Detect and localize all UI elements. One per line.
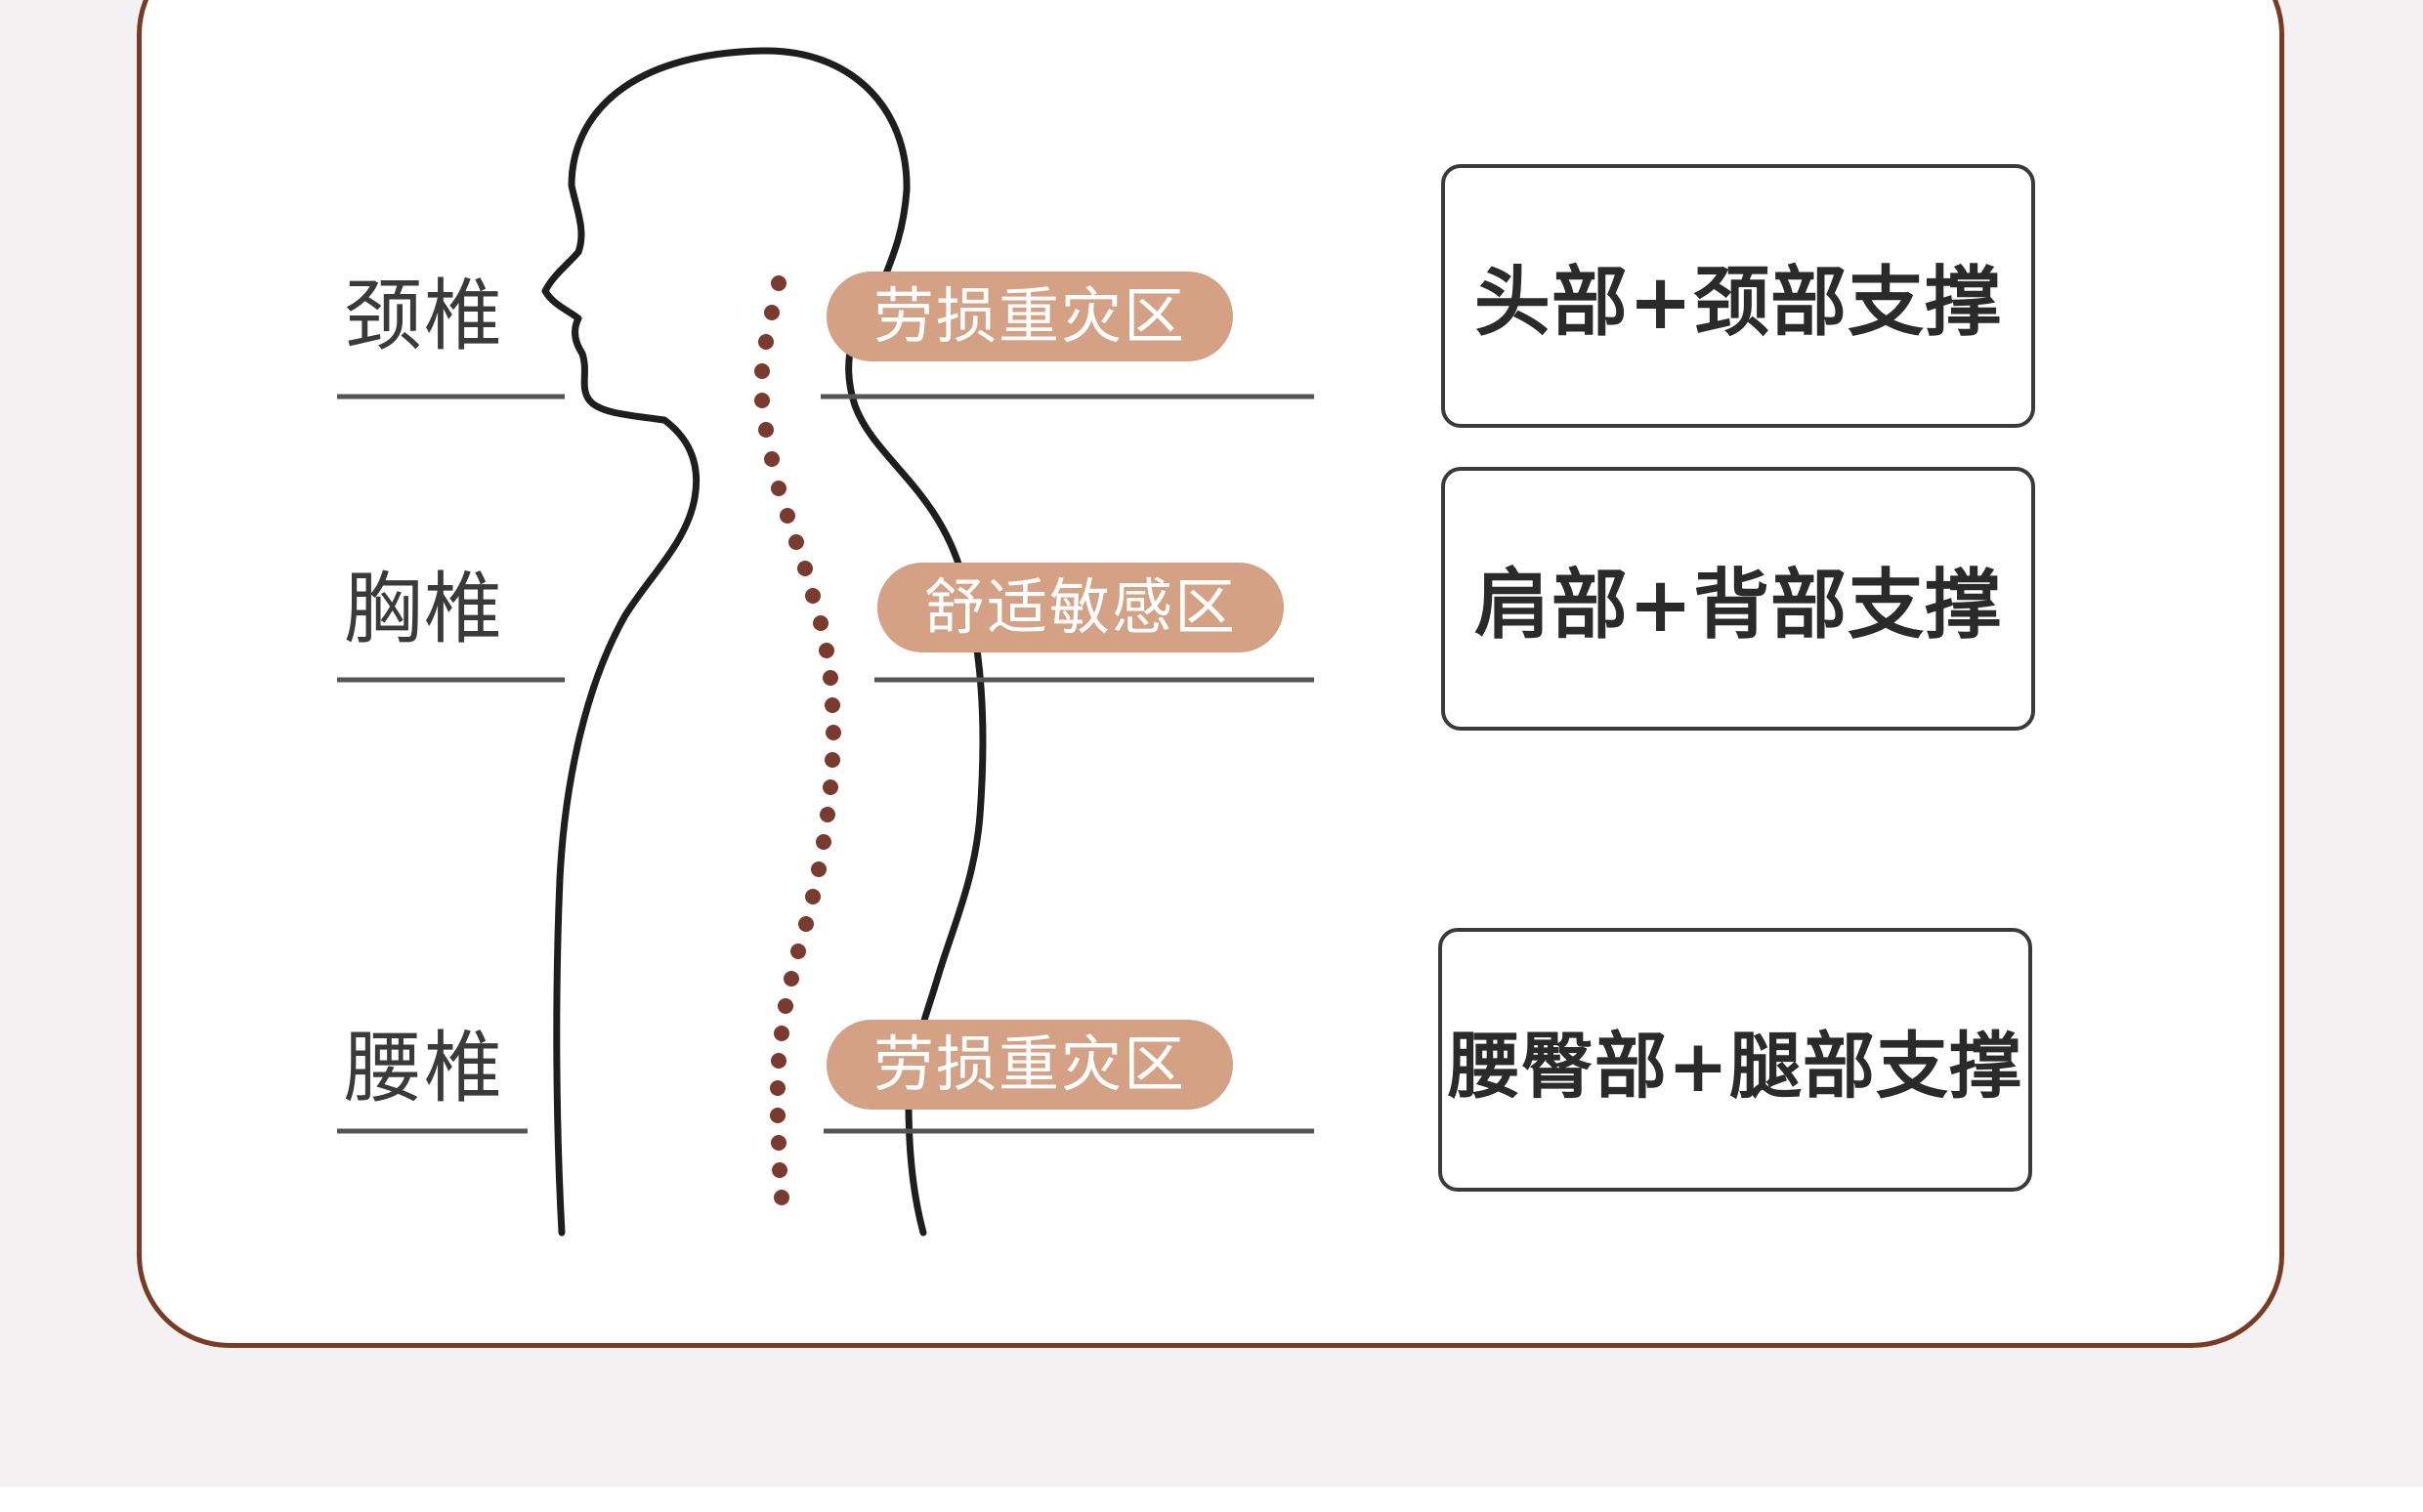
spine-dot xyxy=(790,944,806,959)
spine-dot xyxy=(778,998,793,1014)
region-label-thoracic: 胸椎 xyxy=(344,564,504,654)
spine-dot xyxy=(764,451,780,467)
spine-dot xyxy=(788,534,804,550)
spine-dot xyxy=(772,1162,787,1178)
spine-dot xyxy=(780,508,795,524)
spine-dot xyxy=(811,861,827,877)
spine-dot xyxy=(771,1053,786,1069)
spine-dot xyxy=(816,834,831,850)
region-label-cervical: 颈椎 xyxy=(344,271,504,361)
bottom-strip xyxy=(0,1487,2423,1512)
spine-dot xyxy=(754,363,770,379)
spine-dot xyxy=(805,588,821,604)
spine-dot xyxy=(798,916,814,932)
zone-pill-cervical: 劳损重灾区 xyxy=(827,272,1233,361)
spine-dot xyxy=(764,305,780,320)
spine-dot xyxy=(770,1080,786,1096)
support-box-waist-leg: 腰臀部+腿部支撑 xyxy=(1438,928,2032,1192)
spine-dot xyxy=(823,779,838,795)
zone-pill-lumbar: 劳损重灾区 xyxy=(827,1020,1233,1110)
spine-dot xyxy=(784,971,799,987)
spine-dot xyxy=(820,807,835,822)
spine-dot xyxy=(770,1108,786,1123)
support-box-head-neck: 头部+颈部支撑 xyxy=(1441,164,2035,428)
spine-dot xyxy=(819,643,834,658)
spine-dot xyxy=(805,889,821,904)
region-label-lumbar: 腰椎 xyxy=(344,1023,504,1113)
spine-dot xyxy=(797,561,813,576)
spine-dot xyxy=(823,670,838,686)
spine-dot xyxy=(813,615,829,631)
spine-dot xyxy=(774,1026,789,1041)
dotted-spine-icon xyxy=(754,275,841,1205)
spine-dot xyxy=(754,393,770,408)
spine-dot xyxy=(826,725,841,740)
spine-dot xyxy=(825,697,840,713)
spine-dot xyxy=(825,752,840,768)
spine-dot xyxy=(774,1190,789,1205)
spine-dot xyxy=(758,422,774,438)
spine-dot xyxy=(771,481,786,496)
spine-dot xyxy=(771,275,786,291)
zone-pill-thoracic: 舒适敏感区 xyxy=(877,563,1284,652)
rule-lines xyxy=(337,394,1314,1134)
spine-dot xyxy=(771,1135,786,1151)
spine-dot xyxy=(758,334,774,350)
support-box-shoulder-back: 肩部+背部支撑 xyxy=(1441,467,2035,731)
